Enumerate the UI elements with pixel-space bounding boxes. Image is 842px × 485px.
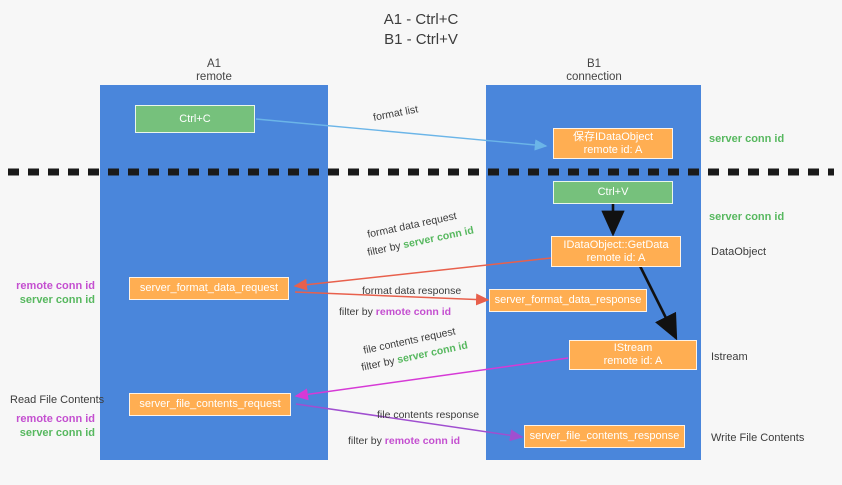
box-ctrl-v[interactable]: Ctrl+V xyxy=(553,181,673,204)
column-header-b1-name: B1 xyxy=(586,58,602,70)
left-label-read-file-contents-text: Read File Contents xyxy=(10,394,105,406)
edge-label-format-data-response-text: format data response xyxy=(362,285,462,297)
box-server-file-contents-request[interactable]: server_file_contents_request xyxy=(129,393,291,416)
edge-label-format-list-text: format list xyxy=(372,103,420,124)
left-label-conn-pair-bottom: remote conn id server conn id xyxy=(10,412,95,440)
box-ctrl-c[interactable]: Ctrl+C xyxy=(135,105,255,133)
edge-label-file-contents-response: file contents response xyxy=(377,408,479,422)
box-server-file-contents-response-line1: server_file_contents_response xyxy=(529,430,680,442)
column-header-b1-sub: connection xyxy=(566,71,622,83)
edge-label-format-data-response-filter: filter by remote conn id xyxy=(339,305,451,319)
edge-label-format-data-response: format data response xyxy=(362,284,461,298)
column-header-a1-sub: remote xyxy=(196,71,232,83)
page-title: A1 - Ctrl+C B1 - Ctrl+V xyxy=(0,10,842,50)
right-label-istream-text: Istream xyxy=(711,351,748,363)
box-idataobject-getdata[interactable]: IDataObject::GetData remote id: A xyxy=(551,236,681,267)
box-server-format-data-request-line1: server_format_data_request xyxy=(139,282,279,294)
box-save-idataobject-line1: 保存IDataObject xyxy=(572,130,654,143)
box-ctrl-c-line1: Ctrl+C xyxy=(179,112,211,125)
box-istream-line2: remote id: A xyxy=(603,355,663,367)
left-label-read-file-contents: Read File Contents xyxy=(10,393,104,407)
right-label-dataobject: DataObject xyxy=(711,245,766,259)
box-server-file-contents-response[interactable]: server_file_contents_response xyxy=(524,425,685,448)
title-line-1: A1 - Ctrl+C xyxy=(383,11,459,28)
box-save-idataobject-line2: remote id: A xyxy=(583,143,643,156)
box-server-format-data-response-line1: server_format_data_response xyxy=(494,294,642,306)
filter-prefix: filter by xyxy=(348,435,385,447)
title-line-2: B1 - Ctrl+V xyxy=(384,31,458,48)
box-save-idataobject[interactable]: 保存IDataObject remote id: A xyxy=(553,128,673,159)
filter-prefix: filter by xyxy=(339,306,376,318)
right-label-dataobject-text: DataObject xyxy=(711,246,767,258)
box-server-file-contents-request-line1: server_file_contents_request xyxy=(139,398,281,410)
left-label-remote-conn-id-top: remote conn id xyxy=(16,280,95,292)
edge-label-format-list: format list xyxy=(372,102,419,124)
column-header-a1: A1 remote xyxy=(144,58,284,84)
box-server-format-data-request[interactable]: server_format_data_request xyxy=(129,277,289,300)
column-header-b1: B1 connection xyxy=(524,58,664,84)
right-label-server-conn-id-top-text: server conn id xyxy=(709,133,785,145)
box-ctrl-v-line1: Ctrl+V xyxy=(597,186,629,198)
right-label-server-conn-id-top: server conn id xyxy=(709,132,784,146)
box-idataobject-getdata-line2: remote id: A xyxy=(586,251,646,264)
right-label-istream: Istream xyxy=(711,350,748,364)
right-label-server-conn-id-mid: server conn id xyxy=(709,210,784,224)
left-label-server-conn-id-top: server conn id xyxy=(19,294,95,306)
box-idataobject-getdata-line1: IDataObject::GetData xyxy=(563,238,669,251)
filter-value-remote-conn-id: remote conn id xyxy=(375,306,452,318)
left-label-server-conn-id-bottom: server conn id xyxy=(19,427,95,439)
filter-prefix: filter by xyxy=(366,239,405,259)
left-label-conn-pair-top: remote conn id server conn id xyxy=(10,279,95,307)
left-label-remote-conn-id-bottom: remote conn id xyxy=(16,413,95,425)
box-istream-line1: IStream xyxy=(613,342,653,354)
right-label-server-conn-id-mid-text: server conn id xyxy=(709,211,785,223)
column-header-a1-name: A1 xyxy=(206,58,222,70)
edge-label-file-contents-response-filter: filter by remote conn id xyxy=(348,434,460,448)
right-label-write-file-contents-text: Write File Contents xyxy=(711,432,805,444)
edge-label-file-contents-response-text: file contents response xyxy=(377,409,480,421)
box-istream[interactable]: IStream remote id: A xyxy=(569,340,697,370)
right-label-write-file-contents: Write File Contents xyxy=(711,431,804,445)
box-server-format-data-response[interactable]: server_format_data_response xyxy=(489,289,647,312)
filter-value-remote-conn-id: remote conn id xyxy=(384,435,461,447)
